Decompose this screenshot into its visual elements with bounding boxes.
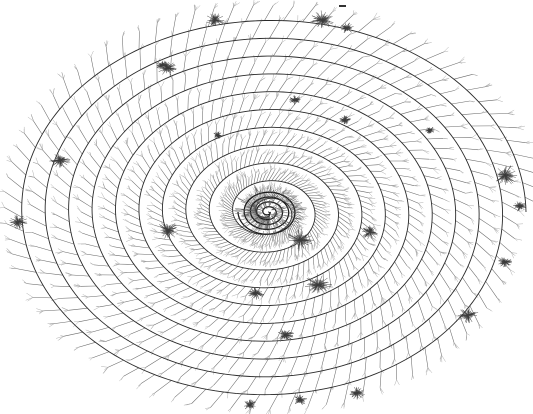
dense-cluster xyxy=(513,201,526,211)
dense-cluster xyxy=(214,132,223,139)
dense-cluster xyxy=(350,387,365,400)
dense-cluster xyxy=(289,95,300,104)
dense-cluster xyxy=(311,11,334,29)
dense-cluster xyxy=(10,215,28,229)
dense-cluster xyxy=(362,225,377,239)
dense-cluster xyxy=(305,274,332,294)
dense-cluster xyxy=(498,257,512,267)
dense-cluster xyxy=(295,395,307,405)
dense-cluster xyxy=(496,166,517,185)
dense-cluster xyxy=(244,400,256,410)
dense-cluster xyxy=(425,127,434,134)
dense-cluster xyxy=(341,23,354,33)
